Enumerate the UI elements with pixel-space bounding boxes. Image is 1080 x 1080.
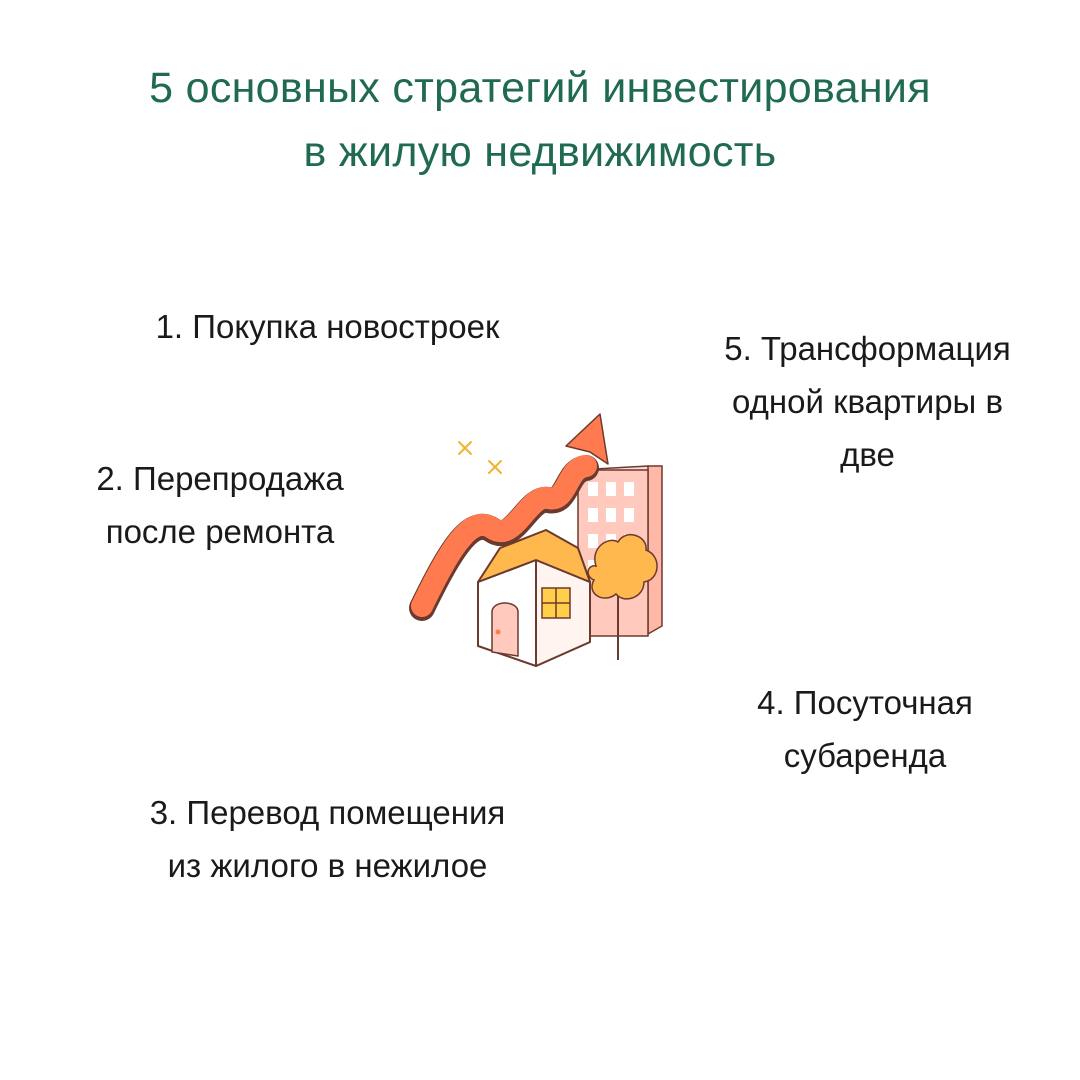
house-icon [477, 529, 591, 667]
strategy-3: 3. Перевод помещения из жилого в нежилое [100, 786, 555, 892]
strategy-4: 4. Посуточная субаренда [700, 676, 1030, 782]
strategy-5-line-3: две [840, 436, 895, 473]
house-growth-arrow-icon [409, 413, 663, 667]
strategy-1-line-1: 1. Покупка новостроек [155, 308, 500, 345]
strategy-5: 5. Трансформация одной квартиры в две [690, 322, 1045, 481]
sparkle-icon [458, 441, 502, 474]
title-line-2: в жилую недвижимость [303, 128, 777, 176]
title-line-1: 5 основных стратегий инвестирования [149, 64, 931, 112]
strategy-2-line-2: после ремонта [105, 513, 335, 550]
strategy-2-line-1: 2. Перепродажа [96, 460, 344, 497]
strategy-2: 2. Перепродажа после ремонта [60, 452, 380, 558]
strategy-4-line-1: 4. Посуточная [757, 684, 973, 721]
tree-icon [587, 533, 658, 660]
growth-arrow-icon [409, 413, 609, 621]
strategy-4-line-2: субаренда [783, 737, 947, 774]
strategy-5-line-1: 5. Трансформация [724, 330, 1011, 367]
strategy-3-line-1: 3. Перевод помещения [149, 794, 506, 831]
strategy-1: 1. Покупка новостроек [100, 300, 555, 353]
page-title: 5 основных стратегий инвестирования в жи… [0, 56, 1080, 184]
strategy-5-line-2: одной квартиры в [732, 383, 1003, 420]
strategy-3-line-2: из жилого в нежилое [167, 847, 488, 884]
